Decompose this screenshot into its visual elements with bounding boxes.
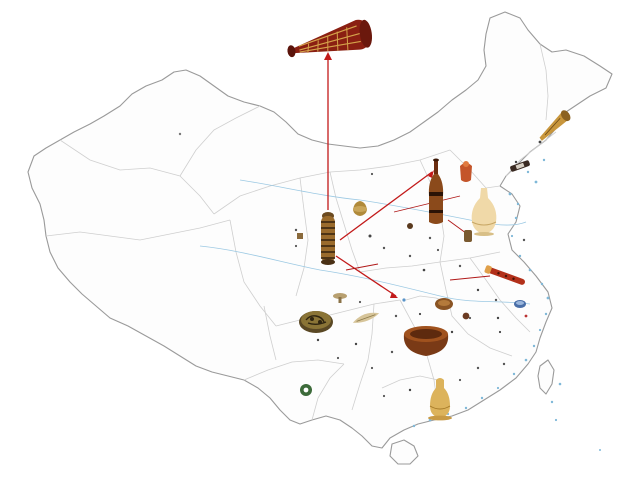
shell-ornament-icon[interactable] (351, 309, 380, 325)
gold-figure-icon[interactable] (428, 378, 452, 421)
cream-vase-icon[interactable] (471, 188, 497, 236)
arrow-to-vase (393, 195, 461, 213)
striped-drum-icon[interactable] (284, 18, 373, 60)
brown-bowl-icon[interactable] (403, 326, 449, 356)
tall-bottle-icon[interactable] (428, 158, 444, 225)
arrowhead-up (324, 52, 332, 60)
red-flute-icon[interactable] (484, 265, 526, 287)
hainan-island (389, 439, 419, 465)
small-mushroom-icon[interactable] (333, 293, 347, 303)
china-outline (27, 11, 613, 449)
arrow-to-bowl-region (335, 255, 397, 297)
stacked-bronze-drum-icon[interactable] (321, 212, 335, 265)
small-artifact-west-icon[interactable] (297, 233, 303, 239)
coiled-basket-icon[interactable] (299, 311, 333, 333)
orange-figure-icon[interactable] (460, 161, 472, 182)
gold-horn-icon[interactable] (534, 108, 573, 141)
bronze-pot-icon[interactable] (353, 201, 367, 216)
small-artifact-east-2-icon[interactable] (462, 312, 470, 320)
small-bronze-disc-icon[interactable] (435, 298, 453, 310)
dark-instrument-icon[interactable] (510, 160, 531, 172)
green-jade-disc-icon[interactable] (300, 384, 312, 396)
blue-ceramic-icon[interactable] (514, 300, 526, 308)
taiwan-island (537, 359, 555, 395)
coastline-dots (412, 158, 601, 451)
small-artifact-center-icon[interactable] (407, 223, 413, 229)
small-artifact-east-1-icon[interactable] (464, 230, 472, 242)
arrow-to-bottle (339, 171, 433, 241)
